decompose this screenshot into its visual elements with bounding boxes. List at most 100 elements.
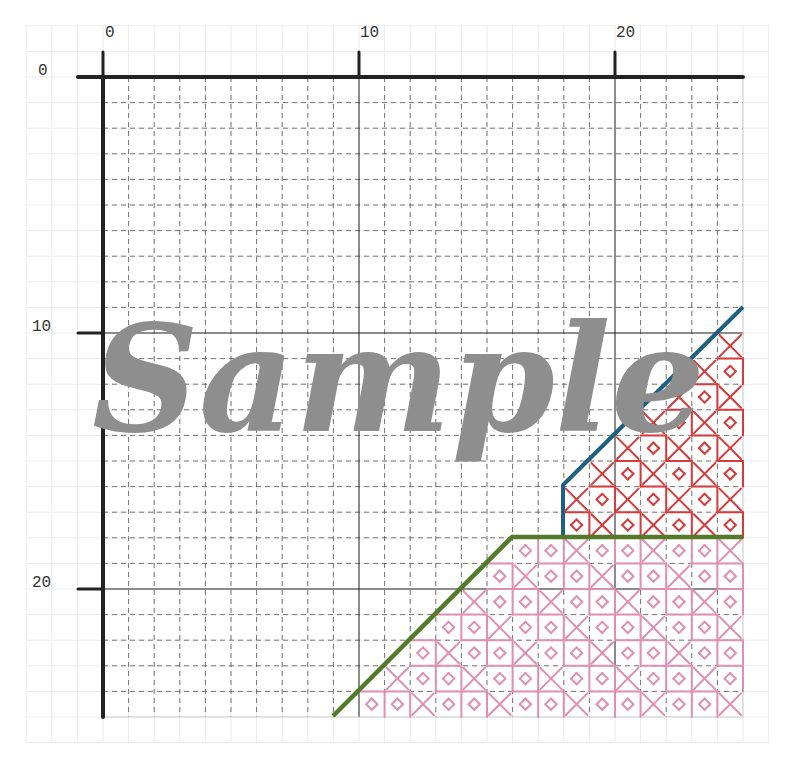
stitch — [486, 615, 488, 641]
stitch — [417, 679, 423, 685]
stitch — [500, 576, 506, 582]
stitch — [436, 614, 462, 616]
stitch — [602, 494, 608, 500]
stitch — [641, 588, 667, 590]
stitch — [463, 668, 485, 690]
background-grid — [26, 717, 768, 718]
stitch — [474, 627, 480, 633]
background-grid — [717, 26, 718, 742]
background-grid — [26, 205, 768, 206]
stitch — [602, 627, 608, 633]
stitch — [614, 589, 616, 615]
stitch — [730, 468, 736, 474]
stitch — [628, 653, 634, 659]
stitch — [716, 538, 718, 564]
stitch-gridline — [103, 205, 743, 206]
stitch — [537, 538, 539, 564]
stitch — [545, 653, 551, 659]
axis-line — [78, 75, 743, 79]
stitch — [673, 551, 679, 557]
stitch — [577, 679, 583, 685]
stitch — [691, 538, 693, 564]
stitch — [673, 673, 679, 679]
background-grid — [743, 26, 744, 742]
stitch — [699, 627, 705, 633]
background-grid — [26, 563, 768, 564]
stitch — [719, 617, 741, 639]
stitch-gridline — [103, 256, 743, 257]
stitch — [591, 565, 613, 587]
stitch — [435, 640, 437, 666]
stitch — [653, 494, 659, 500]
stitch-gridline — [103, 461, 743, 462]
background-grid — [26, 589, 768, 590]
stitch — [679, 704, 685, 710]
stitch — [719, 386, 741, 408]
stitch — [577, 602, 583, 608]
stitch — [643, 617, 665, 639]
background-grid — [26, 25, 768, 26]
stitch — [705, 545, 711, 551]
stitch — [742, 512, 744, 538]
stitch — [474, 699, 480, 705]
stitch — [588, 512, 590, 538]
stitch — [719, 386, 741, 408]
stitch — [577, 647, 583, 653]
stitch — [597, 699, 603, 705]
stitch — [597, 499, 603, 505]
stitch — [489, 617, 511, 639]
stitch — [474, 622, 480, 628]
stitch — [628, 699, 634, 705]
stitch — [385, 690, 411, 692]
stitch — [628, 474, 634, 480]
stitch — [571, 653, 577, 659]
stitch — [699, 571, 705, 577]
stitch — [372, 699, 378, 705]
stitch — [589, 690, 615, 692]
stitch-gridline — [103, 665, 743, 666]
stitch-gridline — [103, 230, 743, 231]
stitch — [551, 576, 557, 582]
stitch — [666, 690, 692, 692]
boundary-line — [333, 537, 743, 716]
stitch — [673, 699, 679, 705]
stitch — [577, 576, 583, 582]
stitch — [469, 627, 475, 633]
stitch — [643, 540, 665, 562]
stitch — [500, 596, 506, 602]
stitch — [668, 565, 690, 587]
stitch — [551, 622, 557, 628]
stitch — [588, 589, 590, 615]
stitch — [515, 642, 537, 664]
stitch — [564, 588, 590, 590]
stitch — [597, 494, 603, 500]
stitch — [641, 486, 667, 488]
stitch — [615, 460, 641, 462]
stitch — [622, 653, 628, 659]
stitch — [500, 602, 506, 608]
stitch — [679, 545, 685, 551]
stitch — [705, 704, 711, 710]
stitch — [665, 666, 667, 692]
stitch — [716, 640, 718, 666]
stitch-gridline — [103, 486, 743, 487]
stitch — [520, 551, 526, 557]
stitch — [673, 596, 679, 602]
stitch — [525, 704, 531, 710]
stitch — [694, 463, 716, 485]
stitch — [641, 562, 667, 564]
stitch — [597, 679, 603, 685]
stitch — [699, 653, 705, 659]
background-grid — [26, 486, 768, 487]
stitch — [597, 622, 603, 628]
stitch — [617, 489, 639, 511]
stitch — [679, 627, 685, 633]
stitch — [500, 673, 506, 679]
stitch — [494, 602, 500, 608]
stitch — [577, 653, 583, 659]
stitch — [423, 647, 429, 653]
stitch — [566, 617, 588, 639]
stitch — [520, 679, 526, 685]
stitch — [679, 525, 685, 531]
stitch — [668, 489, 690, 511]
